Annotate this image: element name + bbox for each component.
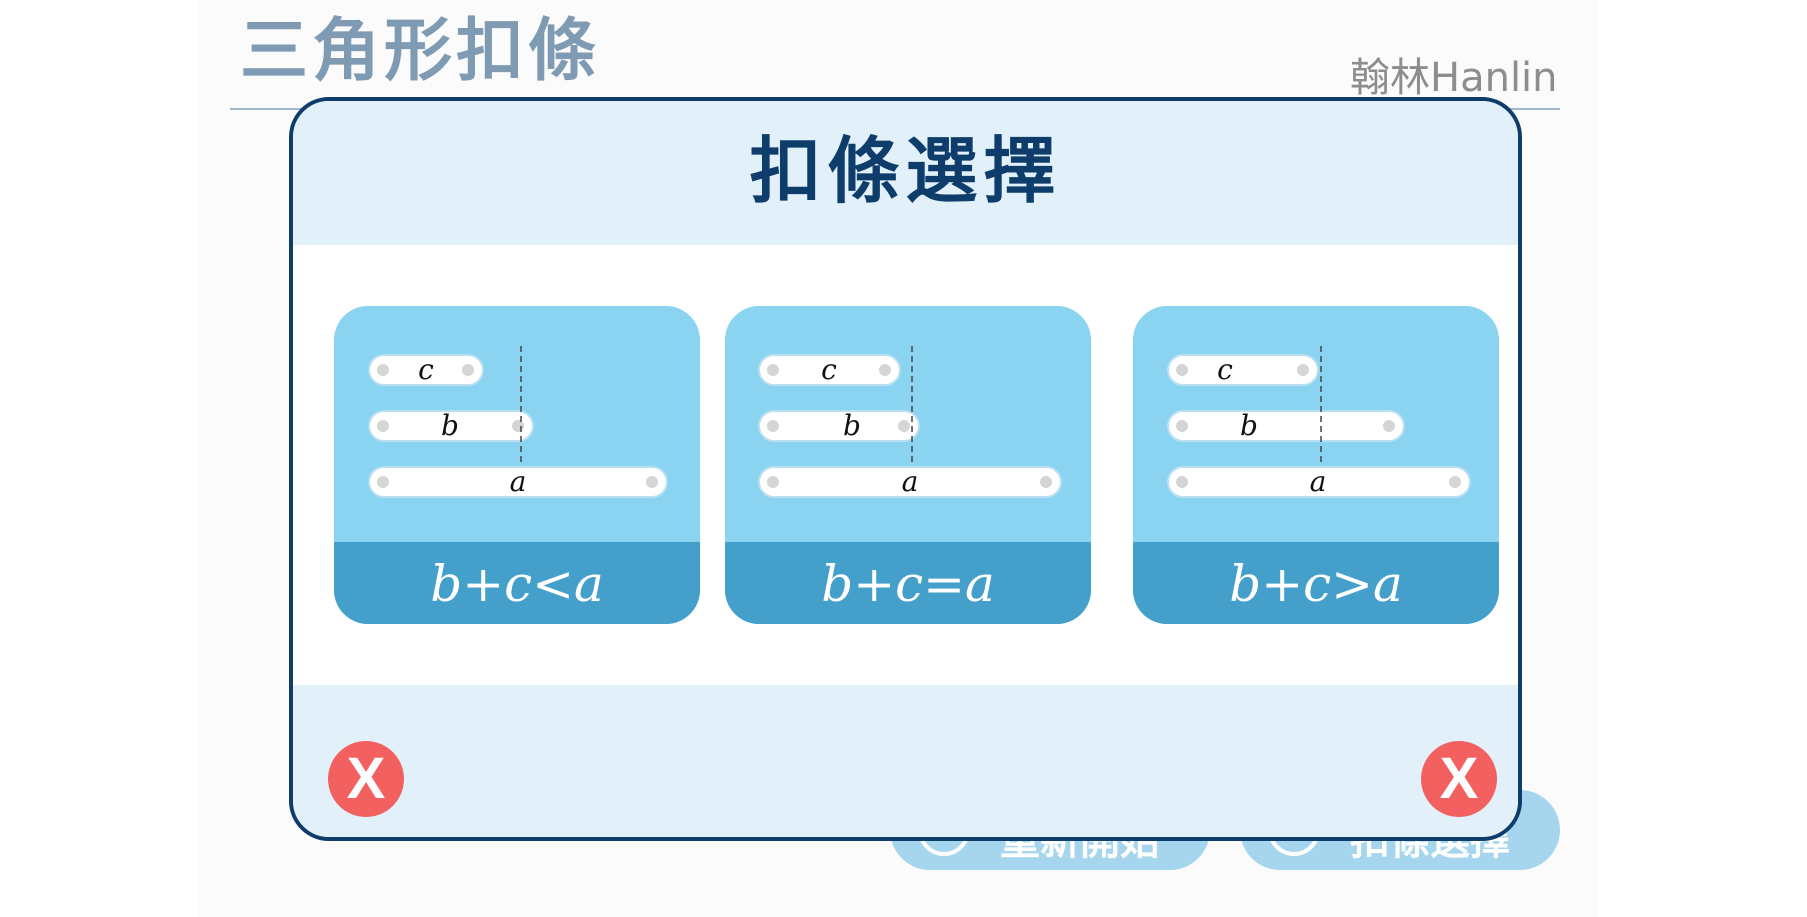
option-card-greater[interactable]: c b a b+c>a [1133,306,1499,624]
bar-c: c [758,353,901,386]
bar-c-label: c [1217,353,1233,386]
bar-a: a [368,465,668,498]
bar-c-label: c [418,353,434,386]
bar-b: b [368,409,534,442]
formula-band [1133,542,1499,624]
bar-a-label: a [902,465,919,498]
brand-logo: 翰林Hanlin [1350,55,1558,101]
bar-b-label: b [1240,409,1258,442]
formula-band [334,542,700,624]
bar-b: b [758,409,920,442]
close-icon: X [346,746,386,811]
close-button-right[interactable]: X [1421,741,1497,817]
formula-label: b+c>a [1229,555,1403,613]
bars-illustration: c b a [368,346,668,498]
modal-footer [293,685,1518,837]
option-card-less[interactable]: c b a b+c<a [334,306,700,624]
formula-label: b+c<a [430,555,604,613]
modal-header: 扣條選擇 [293,101,1518,245]
page-title: 三角形扣條 [240,12,601,91]
bar-a-label: a [510,465,527,498]
bar-b-label: b [843,409,861,442]
bar-c-label: c [821,353,837,386]
bar-c: c [368,353,484,386]
option-card-equal[interactable]: c b a b+c=a [725,306,1091,624]
modal-title: 扣條選擇 [749,129,1062,213]
close-button-left[interactable]: X [328,741,404,817]
bar-a-label: a [1310,465,1327,498]
bar-a: a [1167,465,1471,498]
formula-band [725,542,1091,624]
bars-illustration: c b a [1167,346,1471,498]
close-icon: X [1439,746,1479,811]
formula-label: b+c=a [821,555,995,613]
bar-b: b [1167,409,1405,442]
bar-c: c [1167,353,1319,386]
bar-b-label: b [441,409,459,442]
bar-select-modal: 扣條選擇 c b a b+c<a [289,97,1522,841]
bars-illustration: c b a [758,346,1062,498]
bar-a: a [758,465,1062,498]
